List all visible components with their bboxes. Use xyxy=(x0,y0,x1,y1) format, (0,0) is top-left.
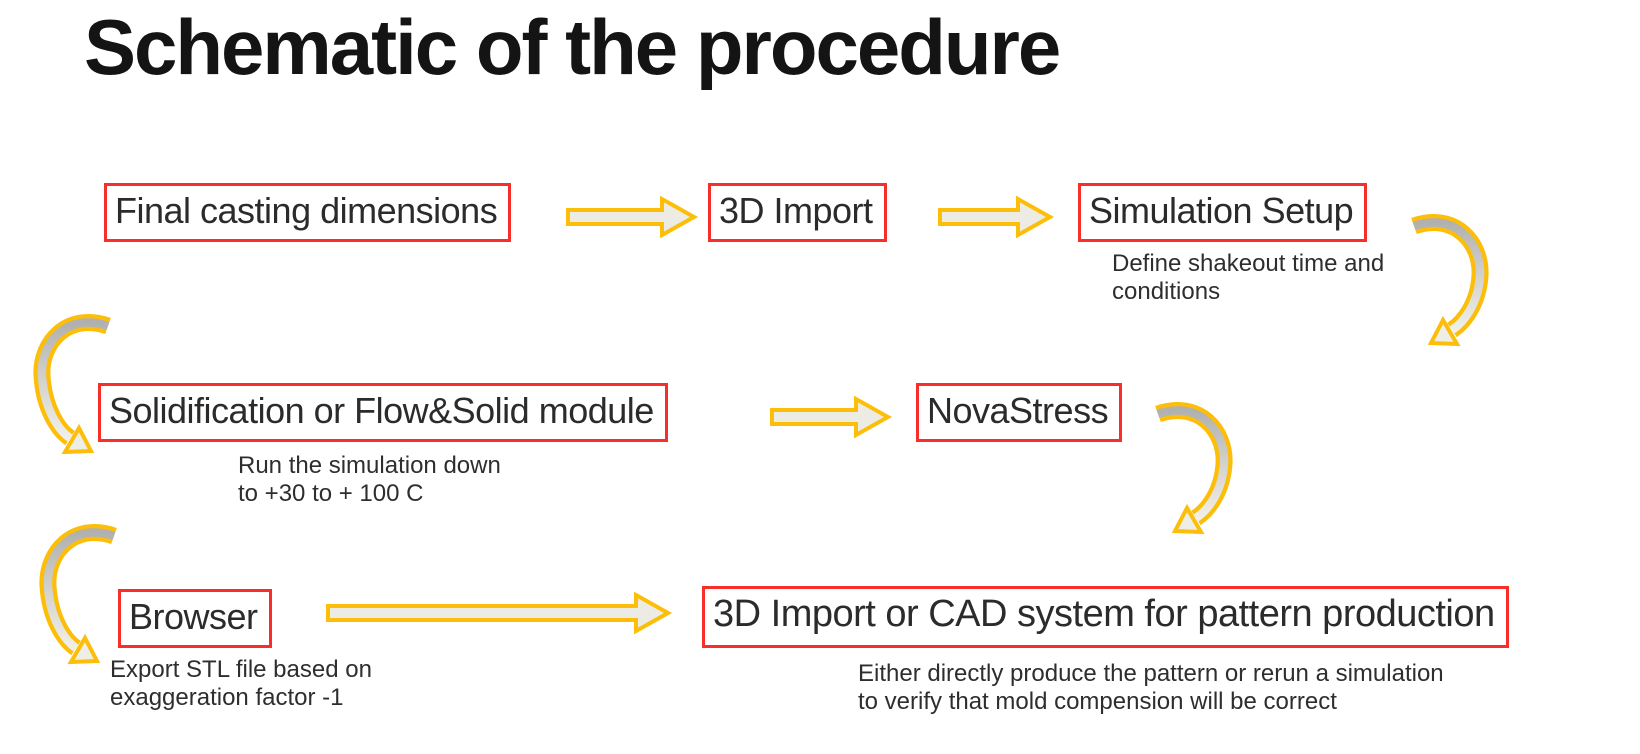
node-3d-import: 3D Import xyxy=(708,183,887,243)
caption-line: exaggeration factor -1 xyxy=(110,684,344,712)
caption-browser: Export STL file based on exaggeration fa… xyxy=(110,656,372,713)
arrow-right-icon xyxy=(938,195,1055,239)
caption-line: Either directly produce the pattern or r… xyxy=(858,660,1444,687)
node-solidification-module: Solidification or Flow&Solid module xyxy=(98,383,668,443)
caption-line: to +30 to + 100 C xyxy=(238,480,424,508)
caption-line: Run the simulation down xyxy=(238,452,501,479)
curved-down-arrow-icon xyxy=(1155,402,1233,535)
caption-line: Define shakeout time and xyxy=(1112,250,1385,277)
caption-line: conditions xyxy=(1112,278,1221,306)
slide-title: Schematic of the procedure xyxy=(84,3,1061,91)
node-browser: Browser xyxy=(118,589,272,649)
caption-line: Export STL file based on xyxy=(110,656,372,683)
caption-simulation-setup: Define shakeout time and conditions xyxy=(1112,250,1384,307)
node-final-casting-dimensions: Final casting dimensions xyxy=(104,183,512,243)
caption-line: to verify that mold compension will be c… xyxy=(858,688,1337,716)
node-simulation-setup: Simulation Setup xyxy=(1078,183,1368,243)
caption-cad: Either directly produce the pattern or r… xyxy=(858,660,1444,717)
curved-down-arrow-icon xyxy=(39,524,117,665)
node-novastress: NovaStress xyxy=(916,383,1123,443)
node-3d-import-or-cad: 3D Import or CAD system for pattern prod… xyxy=(702,586,1509,648)
arrow-right-icon xyxy=(770,395,893,439)
arrow-right-icon xyxy=(326,591,673,635)
arrow-right-icon xyxy=(566,195,699,239)
curved-down-arrow-icon xyxy=(33,314,111,455)
caption-solidification: Run the simulation down to +30 to + 100 … xyxy=(238,452,501,509)
curved-down-arrow-icon xyxy=(1411,214,1489,347)
